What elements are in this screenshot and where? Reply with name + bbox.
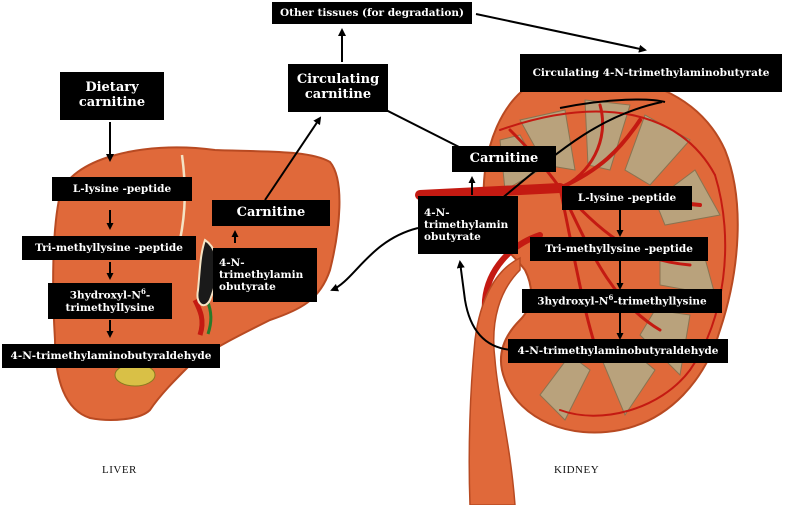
ureter xyxy=(468,256,521,505)
arrow-circulating-tmaba-into-kidney xyxy=(499,101,663,201)
caption-liver: LIVER xyxy=(102,464,137,476)
kidney-hydroxy-text: 3hydroxyl-N6-trimethyllysine xyxy=(537,293,707,308)
portal-vein xyxy=(192,298,205,336)
kidney-label-trimethyllysine: Tri-methyllysine -peptide xyxy=(530,237,708,261)
arrow-kidney-tmaba-to-liver xyxy=(330,227,419,292)
kidney-label-lysine: L-lysine -peptide xyxy=(562,186,692,210)
arrow-other-tissues-to-circulating-tmaba xyxy=(475,13,647,53)
label-other-tissues: Other tissues (for degradation) xyxy=(272,2,472,24)
label-dietary-carnitine: Dietary carnitine xyxy=(60,72,164,120)
kidney-label-carnitine: Carnitine xyxy=(452,146,556,172)
liver-label-hydroxy: 3hydroxyl-N6-trimethyllysine xyxy=(48,283,172,319)
kidney-label-tmaba: 4-N-trimethylamin obutyrate xyxy=(418,196,518,254)
liver-label-aldehyde: 4-N-trimethylaminobutyraldehyde xyxy=(2,344,220,368)
kidney-label-aldehyde: 4-N-trimethylaminobutyraldehyde xyxy=(508,339,728,363)
arrow-liver-to-circulating xyxy=(264,116,322,201)
liver-label-carnitine: Carnitine xyxy=(212,200,330,226)
liver-label-tmaba: 4-N-trimethylamin obutyrate xyxy=(213,248,317,302)
label-circulating-tmaba: Circulating 4-N-trimethylaminobutyrate xyxy=(520,54,782,92)
label-circulating-carnitine: Circulating carnitine xyxy=(288,64,388,112)
inner-boundary-line xyxy=(559,98,666,109)
line-circulating-to-kidney-carnitine xyxy=(379,106,466,151)
liver-label-lysine: L-lysine -peptide xyxy=(52,177,192,201)
liver-label-trimethyllysine: Tri-methyllysine -peptide xyxy=(22,236,196,260)
pathway-arrows xyxy=(106,13,663,351)
kidney-label-hydroxy: 3hydroxyl-N6-trimethyllysine xyxy=(522,289,722,313)
arrow-kidney-aldehyde-to-tmaba xyxy=(456,260,513,351)
caption-kidney: KIDNEY xyxy=(554,464,600,476)
liver-hydroxy-text: 3hydroxyl-N6-trimethyllysine xyxy=(65,287,155,314)
